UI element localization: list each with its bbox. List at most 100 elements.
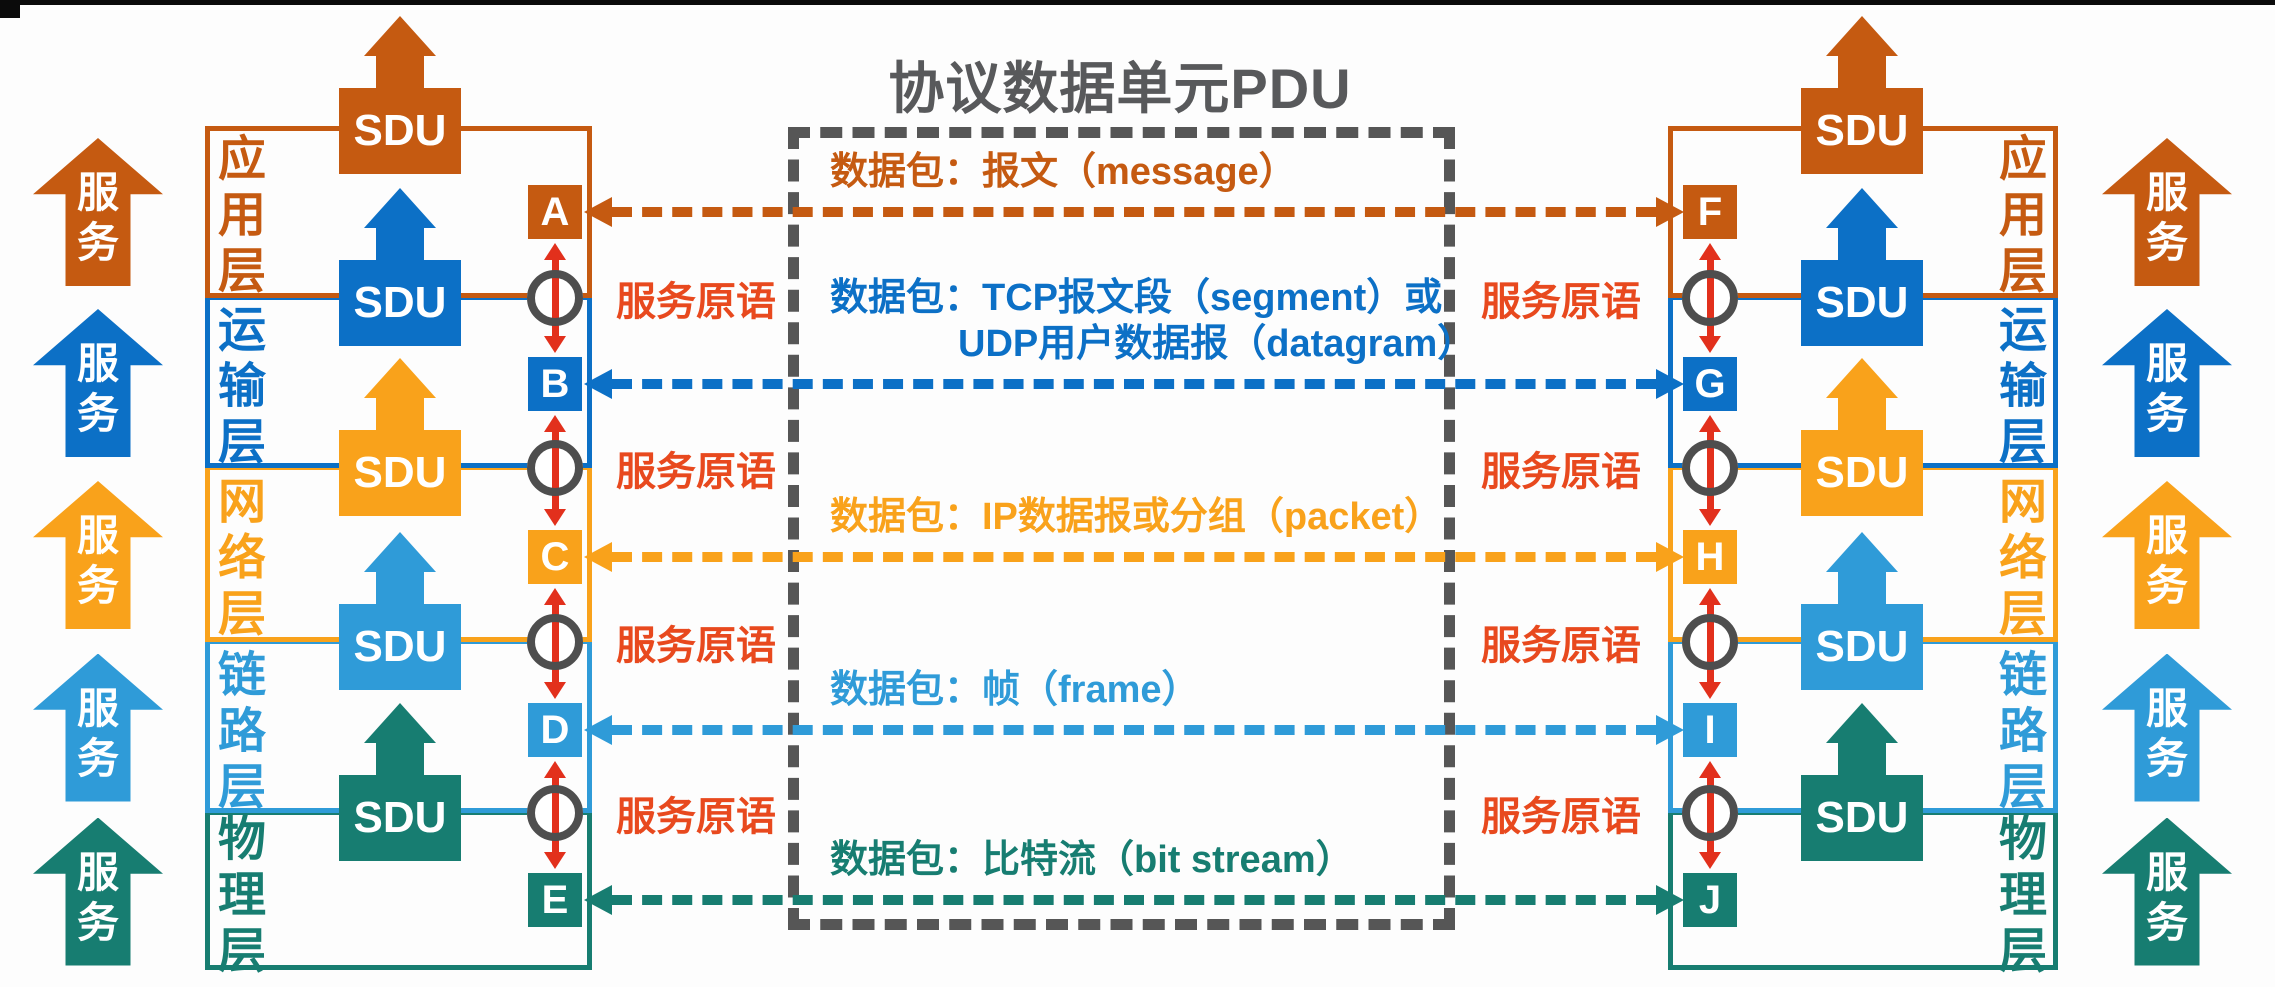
service-arrow-char: 务 [2145, 734, 2188, 782]
service-arrow-char: 务 [76, 898, 119, 946]
sdu-arrow-head-left-transport [364, 188, 436, 228]
sdu-arrow-stem-right-link [1838, 571, 1886, 605]
sdu-arrow-stem-left-network [376, 397, 424, 431]
sdu-arrow-head-right-application [1826, 16, 1898, 56]
layer-label-char: 路 [217, 704, 266, 758]
layer-label-char: 链 [217, 648, 266, 702]
layer-label-right-link: 链路层 [1983, 648, 2063, 816]
layer-label-char: 物 [217, 812, 266, 866]
layer-label-char: 运 [1998, 304, 2047, 357]
service-primitive-label-left-3: 服务原语 [616, 624, 776, 668]
service-arrow-left-link: 服务 [33, 653, 163, 802]
layer-label-left-physical: 物理层 [202, 812, 282, 980]
service-arrow-right-link: 服务 [2102, 653, 2232, 802]
sdu-arrow-head-left-application [364, 16, 436, 56]
service-arrow-char: 务 [2145, 562, 2188, 609]
pdu-connector-line-application [612, 207, 1656, 217]
layer-label-left-network: 网络层 [202, 475, 282, 643]
layer-label-char: 路 [1998, 704, 2047, 758]
service-arrow-char: 服 [2145, 340, 2188, 387]
service-primitive-label-right-4: 服务原语 [1481, 795, 1641, 839]
layer-label-char: 层 [217, 760, 266, 814]
layer-label-char: 理 [1998, 868, 2047, 922]
pdu-connector-arrowhead-right-icon-link [1656, 715, 1684, 745]
pdu-connector-arrowhead-right-icon-network [1656, 542, 1684, 572]
service-arrow-char: 服 [2145, 169, 2188, 216]
pdu-description-line: 数据包：比特流（bit stream） [830, 839, 1354, 881]
pdu-description-line: 数据包：IP数据报或分组（packet） [830, 496, 1443, 538]
sdu-arrow-head-right-transport [1826, 188, 1898, 228]
pdu-letter-F: F [1683, 185, 1737, 239]
service-primitive-label-right-3: 服务原语 [1481, 624, 1641, 668]
layer-label-char: 层 [217, 245, 266, 298]
pdu-letter-J: J [1683, 873, 1737, 927]
service-arrow-right-application: 服务 [2102, 138, 2232, 286]
service-arrow-right-physical: 服务 [2102, 817, 2232, 966]
service-arrow-char: 务 [2145, 898, 2188, 946]
pdu-description-line: 数据包：报文（message） [830, 151, 1297, 193]
layer-label-char: 用 [1998, 189, 2047, 242]
layer-label-char: 应 [217, 133, 266, 186]
video-top-left-notch [0, 0, 20, 18]
pdu-connector-line-network [612, 552, 1656, 562]
sdu-arrow-stem-left-link [376, 571, 424, 605]
layer-label-char: 输 [1998, 360, 2047, 413]
pdu-dashed-box [788, 127, 1455, 930]
layer-label-left-link: 链路层 [202, 648, 282, 816]
pdu-letter-A: A [528, 185, 582, 239]
pdu-connector-line-link [612, 725, 1656, 735]
layer-label-char: 链 [1998, 648, 2047, 702]
pdu-connector-line-transport [612, 379, 1656, 389]
sdu-block-right-transport: SDU [1801, 260, 1923, 346]
red-arrowhead-down-icon [544, 852, 566, 869]
sdu-block-left-network: SDU [339, 430, 461, 516]
layer-label-char: 层 [1998, 416, 2047, 469]
pdu-description-line: UDP用户数据报（datagram） [958, 323, 1476, 365]
layer-label-char: 层 [217, 924, 266, 978]
video-top-edge [0, 0, 2275, 5]
pdu-connector-arrowhead-left-icon-application [584, 197, 612, 227]
layer-label-char: 层 [217, 416, 266, 469]
layer-label-char: 络 [217, 532, 266, 585]
layer-label-char: 层 [1998, 588, 2047, 641]
sdu-block-right-physical: SDU [1801, 775, 1923, 861]
layer-label-char: 应 [1998, 133, 2047, 186]
pdu-connector-arrowhead-right-icon-physical [1656, 885, 1684, 915]
sdu-block-right-link: SDU [1801, 604, 1923, 690]
layer-label-char: 输 [217, 360, 266, 413]
layer-label-right-network: 网络层 [1983, 475, 2063, 643]
layer-label-char: 理 [217, 868, 266, 922]
layer-label-char: 层 [1998, 760, 2047, 814]
red-arrowhead-down-icon [1699, 336, 1721, 353]
layer-label-char: 运 [217, 304, 266, 357]
pdu-description-network: 数据包：IP数据报或分组（packet） [830, 494, 1442, 540]
layer-label-right-transport: 运输层 [1983, 303, 2063, 471]
pdu-letter-I: I [1683, 703, 1737, 757]
pdu-description-application: 数据包：报文（message） [830, 149, 1297, 195]
sap-circle-icon-right-3 [1682, 614, 1738, 670]
service-arrow-char: 务 [2145, 390, 2188, 437]
layer-label-left-transport: 运输层 [202, 303, 282, 471]
service-arrow-char: 服 [2145, 512, 2188, 559]
sdu-block-right-network: SDU [1801, 430, 1923, 516]
pdu-letter-E: E [528, 873, 582, 927]
layer-label-char: 网 [1998, 476, 2047, 529]
pdu-letter-B: B [528, 357, 582, 411]
red-arrowhead-up-icon [1699, 243, 1721, 260]
sap-circle-icon-left-2 [527, 440, 583, 496]
red-arrowhead-down-icon [544, 336, 566, 353]
sdu-arrow-stem-left-transport [376, 227, 424, 261]
service-arrow-char: 务 [2145, 219, 2188, 266]
pdu-letter-G: G [1683, 357, 1737, 411]
service-arrow-right-transport: 服务 [2102, 309, 2232, 457]
pdu-letter-H: H [1683, 530, 1737, 584]
layer-label-char: 络 [1998, 532, 2047, 585]
service-arrow-char: 服 [76, 848, 119, 896]
pdu-letter-C: C [528, 530, 582, 584]
pdu-connector-line-physical [612, 895, 1656, 905]
sap-circle-icon-right-4 [1682, 785, 1738, 841]
sdu-arrow-stem-right-transport [1838, 227, 1886, 261]
sdu-arrow-head-right-network [1826, 358, 1898, 398]
service-arrow-char: 务 [76, 562, 119, 609]
